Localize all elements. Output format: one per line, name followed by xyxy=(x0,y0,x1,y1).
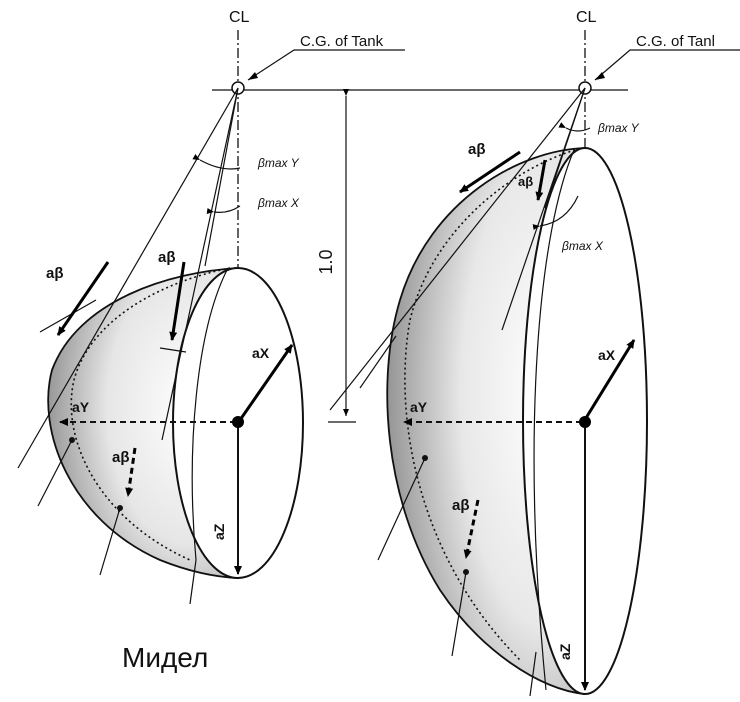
right-ax-label: aX xyxy=(598,347,616,363)
right-tank: CL C.G. of Tanl βmax Y βmax X aβ aβ xyxy=(329,9,740,697)
left-cg-label: C.G. of Tank xyxy=(300,33,384,50)
caption-midel: Мидел xyxy=(122,642,209,673)
right-abeta-arrow-2 xyxy=(535,159,547,201)
left-ay-label: aY xyxy=(72,399,90,415)
right-cg-label: C.G. of Tanl xyxy=(636,33,715,50)
right-abeta-label-3: aβ xyxy=(452,497,470,514)
dimension-label: 1.0 xyxy=(316,249,336,274)
left-ax-arrow xyxy=(238,344,294,421)
left-abeta-label-1: aβ xyxy=(46,265,64,282)
right-beta-max-y: βmax Y xyxy=(597,121,640,135)
right-abeta-arrow-1 xyxy=(459,150,521,194)
left-abeta-arrow-2 xyxy=(169,261,186,341)
left-abeta-arrow-3 xyxy=(125,447,137,497)
right-cg-leader xyxy=(594,49,740,81)
right-cl-label: CL xyxy=(576,9,597,26)
right-ax-arrow xyxy=(584,339,636,419)
left-beta-max-y: βmax Y xyxy=(257,156,300,170)
left-cg-leader xyxy=(247,49,405,81)
left-dotted-meridian xyxy=(70,267,231,561)
right-ay-label: aY xyxy=(410,399,428,415)
right-beta-max-x: βmax X xyxy=(561,239,604,253)
dimension-1-0: 1.0 xyxy=(316,89,356,423)
left-center-point xyxy=(232,416,244,428)
left-az-label: aZ xyxy=(211,523,227,540)
left-abeta-label-2: aβ xyxy=(158,249,176,266)
right-az-label: aZ xyxy=(557,643,573,660)
left-beta-max-x: βmax X xyxy=(257,196,300,210)
right-abeta-label-1: aβ xyxy=(468,141,486,158)
right-dotted-meridian xyxy=(404,149,576,661)
right-center-point xyxy=(579,416,591,428)
left-ax-label: aX xyxy=(252,345,270,361)
left-abeta-arrow-1 xyxy=(56,261,110,336)
right-abeta-label-2: aβ xyxy=(518,174,533,189)
left-cl-label: CL xyxy=(229,9,250,26)
left-tank: CL C.G. of Tank βmax Y βmax X aβ xyxy=(17,9,405,605)
left-abeta-label-3: aβ xyxy=(112,449,130,466)
